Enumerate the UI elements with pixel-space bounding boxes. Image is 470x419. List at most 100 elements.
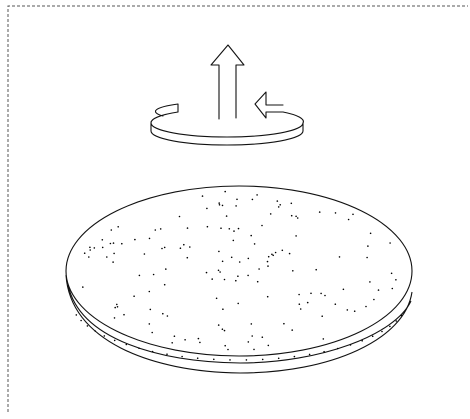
speckle-dot (221, 260, 224, 263)
speckle-dot (247, 274, 249, 277)
speckle-dot (151, 331, 153, 334)
speckle-dot (101, 246, 104, 249)
speckle-dot (199, 341, 201, 344)
speckle-dot (369, 281, 371, 283)
speckle-dot (299, 308, 302, 310)
speckle-dot (133, 295, 135, 298)
speckle-dot (162, 312, 164, 315)
speckle-dot (151, 350, 154, 353)
speckle-dot (117, 226, 119, 228)
speckle-dot (237, 275, 239, 278)
up-arrow-icon (210, 44, 245, 120)
speckle-dot (223, 278, 226, 281)
speckle-dot (267, 344, 270, 347)
speckle-dot (253, 348, 255, 351)
speckle-dot (223, 329, 226, 332)
speckle-dot (112, 242, 115, 244)
speckle-dot (88, 256, 90, 258)
speckle-dot (315, 268, 318, 271)
speckle-dot (165, 268, 167, 270)
speckle-dot (148, 290, 151, 293)
speckle-dot (224, 190, 226, 193)
speckle-dot (186, 256, 189, 259)
speckle-dot (154, 229, 157, 231)
speckle-dot (163, 283, 166, 286)
disc-bottom-edge (65, 274, 413, 374)
speckle-dot (365, 305, 367, 308)
speckle-dot (218, 250, 220, 253)
speckle-dot (281, 249, 284, 252)
speckle-dot (267, 265, 269, 267)
speckle-dot (237, 227, 240, 230)
speckle-dot (366, 256, 368, 259)
speckle-dot (267, 255, 270, 258)
speckle-dot (235, 279, 237, 282)
speckle-dot (290, 214, 293, 217)
speckle-dot (213, 358, 215, 361)
speckle-dot (389, 325, 391, 328)
speckle-dot (277, 206, 280, 208)
speckled-disc-icon (65, 185, 413, 374)
speckle-dot (247, 257, 250, 260)
speckle-dot (283, 322, 285, 325)
speckle-dot (113, 252, 115, 255)
speckle-dot (236, 198, 238, 201)
speckle-dot (230, 256, 233, 259)
speckle-dot (237, 302, 239, 305)
speckle-dot (391, 287, 394, 290)
speckle-dot (125, 343, 128, 346)
speckle-dot (89, 246, 91, 249)
speckle-dot (377, 289, 380, 291)
speckle-dot (253, 243, 256, 245)
speckle-dot (116, 306, 119, 308)
speckle-dot (163, 246, 166, 249)
speckle-dot (269, 213, 272, 215)
speckle-dot (161, 247, 163, 250)
speckle-dot (353, 310, 356, 313)
speckle-dot (222, 308, 224, 311)
speckle-dot (251, 335, 253, 337)
speckle-dot (228, 228, 231, 230)
speckle-dot (338, 256, 341, 258)
speckle-dot (346, 309, 349, 311)
speckle-dot (109, 242, 112, 245)
speckle-dot (308, 353, 311, 356)
speckle-dot (250, 323, 253, 325)
speckle-dot (295, 215, 297, 218)
speckle-dot (256, 194, 258, 196)
speckle-dot (320, 292, 322, 295)
ring-back-left (150, 111, 179, 124)
speckle-dot (395, 279, 397, 281)
speckle-dot (261, 224, 263, 227)
speckle-dot (276, 200, 279, 202)
speckle-dot (171, 342, 173, 344)
speckle-dot (298, 293, 300, 296)
speckle-dot (229, 359, 231, 361)
speckle-dot (277, 357, 280, 360)
speckle-dot (238, 261, 241, 263)
speckle-dot (166, 353, 168, 356)
speckle-dot (219, 271, 221, 273)
disc-top-surface (65, 185, 413, 357)
speckle-dot (256, 280, 259, 283)
speckle-dot (143, 253, 146, 255)
rotation-indicator-icon (150, 44, 304, 146)
speckle-dot (94, 330, 96, 332)
speckle-dot (400, 314, 403, 317)
speckle-dot (86, 325, 89, 327)
speckle-dot (110, 229, 113, 231)
speckle-dot (112, 261, 114, 263)
speckle-dot (218, 202, 220, 204)
speckle-dot (152, 273, 155, 276)
speckle-dot (271, 253, 273, 256)
speckle-dot (389, 242, 391, 244)
speckle-dot (288, 252, 291, 255)
speckle-dot (272, 254, 275, 257)
speckle-dot (296, 217, 299, 219)
speckle-dot (373, 298, 375, 301)
speckle-dot (138, 347, 140, 350)
speckle-dot (80, 319, 82, 322)
speckle-dot (179, 247, 182, 249)
speckle-dot (261, 336, 264, 339)
